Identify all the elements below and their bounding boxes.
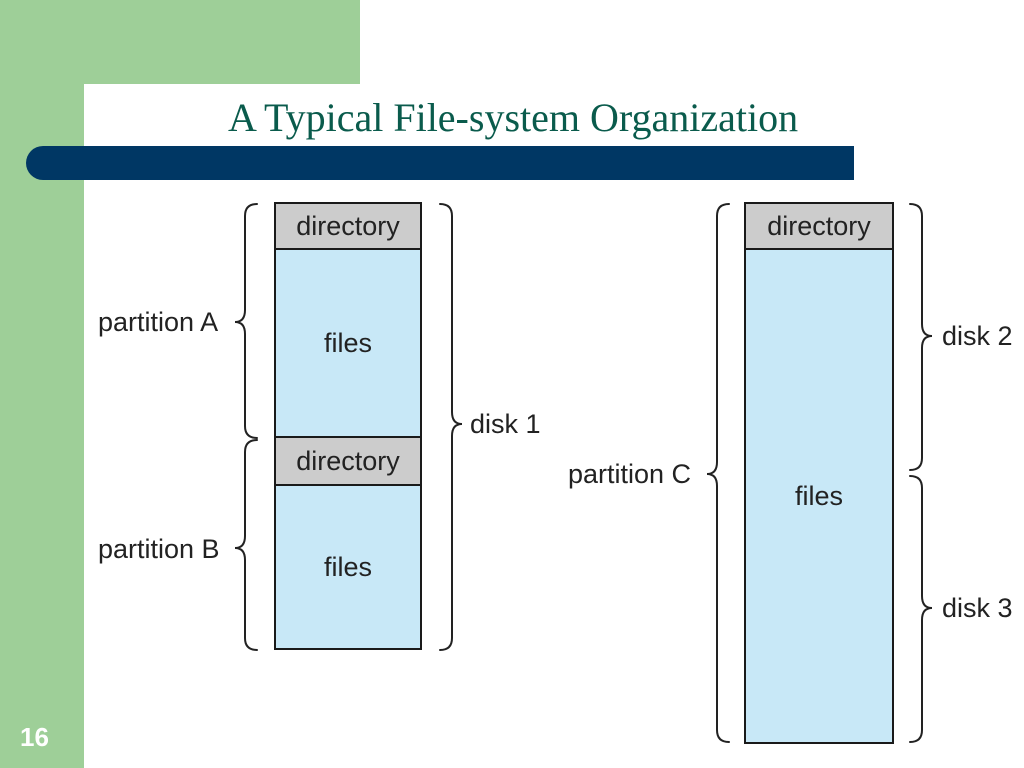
- disk-1-brace: [439, 203, 463, 651]
- partition-c-label: partition C: [568, 459, 692, 489]
- partition-a-brace: [234, 203, 258, 439]
- partition-c-brace: [706, 203, 730, 743]
- slide-title: A Typical File-system Organization: [228, 95, 799, 140]
- disk-3-label: disk 3: [942, 593, 1013, 623]
- title-underline-bar: [26, 146, 854, 180]
- files-block-b: files: [274, 484, 422, 650]
- files-block-a: files: [274, 248, 422, 438]
- disk-2-label: disk 2: [942, 321, 1013, 351]
- disk-2-brace: [909, 203, 933, 471]
- files-block-c: files: [744, 248, 894, 744]
- partition-b-label: partition B: [98, 534, 220, 564]
- partition-b-brace: [234, 439, 258, 651]
- top-decoration-bar: [84, 0, 360, 84]
- partition-a-label: partition A: [98, 307, 219, 337]
- disk-3-brace: [909, 475, 933, 743]
- slide-number: 16: [20, 722, 49, 752]
- side-decoration-bar: [0, 0, 84, 768]
- directory-block-c: directory: [744, 202, 894, 250]
- disk-1-label: disk 1: [470, 409, 541, 439]
